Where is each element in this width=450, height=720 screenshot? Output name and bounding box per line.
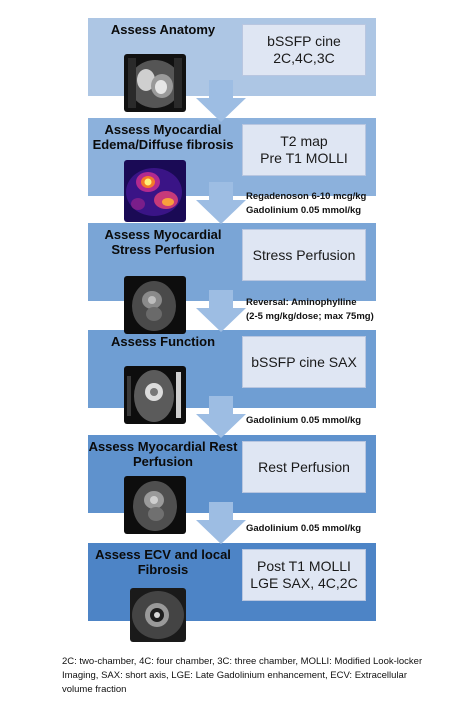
t2-map-image bbox=[124, 160, 186, 222]
function-cine-image bbox=[124, 366, 186, 424]
arrow-shape bbox=[196, 290, 246, 332]
lge-image bbox=[130, 588, 186, 642]
stage-title: Assess Myocardial Rest Perfusion bbox=[88, 439, 238, 469]
arrow-shape bbox=[196, 182, 246, 224]
stage-title: Assess Myocardial Edema/Diffuse fibrosis bbox=[92, 122, 234, 152]
note-regadenoson: Regadenoson 6-10 mcg/kg Gadolinium 0.05 … bbox=[246, 191, 367, 216]
down-arrow-icon bbox=[196, 80, 246, 122]
arrow-shape bbox=[196, 80, 246, 122]
stage-method: bSSFP cine SAX bbox=[242, 336, 366, 388]
stage-stress-perfusion: Assess Myocardial Stress Perfusion Stres… bbox=[88, 223, 376, 301]
arrow-shape bbox=[196, 502, 246, 544]
note-gadolinium-1: Gadolinium 0.05 mmol/kg bbox=[246, 415, 362, 426]
rest-perfusion-image bbox=[124, 476, 186, 534]
down-arrow-icon bbox=[196, 182, 246, 224]
note-reversal: Reversal: Aminophylline (2-5 mg/kg/dose;… bbox=[246, 297, 374, 322]
down-arrow-icon bbox=[196, 502, 246, 544]
mri-anatomy-image bbox=[124, 54, 186, 112]
stage-method: Post T1 MOLLI LGE SAX, 4C,2C bbox=[242, 549, 366, 601]
stage-method: bSSFP cine 2C,4C,3C bbox=[242, 24, 366, 76]
footnote: 2C: two-chamber, 4C: four chamber, 3C: t… bbox=[62, 656, 423, 695]
stage-ecv-fibrosis: Assess ECV and local Fibrosis Post T1 MO… bbox=[88, 543, 376, 621]
down-arrow-icon bbox=[196, 290, 246, 332]
stage-method: Stress Perfusion bbox=[242, 229, 366, 281]
stage-title: Assess Function bbox=[110, 334, 216, 349]
stress-perfusion-image bbox=[124, 276, 186, 334]
stage-title: Assess Myocardial Stress Perfusion bbox=[104, 227, 222, 257]
stage-title: Assess ECV and local Fibrosis bbox=[95, 547, 231, 577]
arrow-shape bbox=[196, 396, 246, 438]
stage-title: Assess Anatomy bbox=[110, 22, 216, 37]
stage-method: Rest Perfusion bbox=[242, 441, 366, 493]
down-arrow-icon bbox=[196, 396, 246, 438]
stage-anatomy: Assess Anatomy bSSFP cine 2C,4C,3C bbox=[88, 18, 376, 96]
note-gadolinium-2: Gadolinium 0.05 mmol/kg bbox=[246, 523, 362, 534]
stage-method: T2 map Pre T1 MOLLI bbox=[242, 124, 366, 176]
